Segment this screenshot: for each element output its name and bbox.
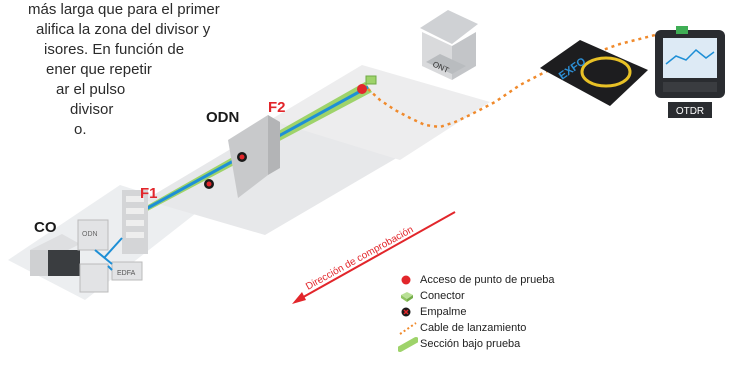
- otdr-screen: [663, 38, 717, 78]
- section-under-test-icon: [398, 337, 418, 352]
- legend-label: Conector: [420, 290, 465, 302]
- legend-label: Cable de lanzamiento: [420, 322, 527, 334]
- paragraph-line: o.: [74, 121, 87, 138]
- co-label: CO: [34, 219, 57, 236]
- paragraph-line: divisor: [70, 101, 114, 118]
- legend-item: Sección bajo prueba: [398, 336, 555, 352]
- test-direction-arrow: [297, 211, 456, 301]
- paragraph-line: alifica la zona del divisor y: [36, 21, 211, 38]
- legend-item: Empalme: [398, 304, 555, 320]
- odn-box-label: ODN: [82, 231, 98, 238]
- description-paragraph: más larga que para el primer alifica la …: [0, 0, 220, 140]
- ont-house-roof: [420, 10, 478, 44]
- splitter-fin: [228, 115, 268, 198]
- ont-platform: [270, 65, 490, 160]
- f1-label: F1: [140, 185, 158, 202]
- f2-label: F2: [268, 99, 286, 116]
- co-server: [30, 250, 48, 276]
- splice-icon: [401, 307, 411, 317]
- odn-label: ODN: [206, 109, 239, 126]
- co-box: [79, 263, 109, 293]
- edfa-label: EDFA: [117, 270, 136, 277]
- test-access-point-icon: [401, 275, 411, 285]
- legend-item: Conector: [398, 288, 555, 304]
- otdr-label: OTDR: [676, 106, 704, 117]
- connector-icon: [365, 75, 377, 85]
- paragraph-line: isores. En función de: [44, 41, 185, 58]
- paragraph-line: ar el pulso: [56, 81, 126, 98]
- edfa-box: [111, 261, 143, 281]
- odn-box: [77, 219, 109, 251]
- paragraph-line: más larga que para el primer: [28, 1, 220, 18]
- test-access-point-icon: [357, 84, 367, 94]
- connector-icon: [401, 292, 413, 302]
- legend-label: Acceso de punto de prueba: [420, 274, 555, 286]
- legend-label: Empalme: [420, 306, 467, 318]
- legend-item: Cable de lanzamiento: [398, 320, 555, 336]
- legend-label: Sección bajo prueba: [420, 338, 521, 350]
- legend: Acceso de punto de prueba Conector Empal…: [398, 272, 555, 352]
- exfo-launch-box: [540, 40, 648, 106]
- ont-device: [426, 54, 466, 74]
- launch-cable-icon: [399, 322, 417, 335]
- legend-item: Acceso de punto de prueba: [398, 272, 555, 288]
- paragraph-line: ener que repetir: [46, 61, 152, 78]
